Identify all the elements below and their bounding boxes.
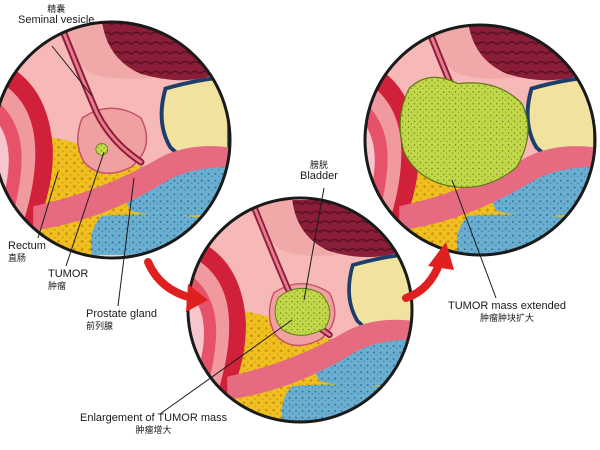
large-tumor — [399, 76, 529, 188]
label-tumor-extended: TUMOR mass extended 肿瘤肿块扩大 — [448, 300, 566, 323]
label-seminal-vesicle: 精囊 Seminal vesicle — [18, 4, 95, 27]
label-rectum: Rectum 直肠 — [8, 240, 46, 263]
label-enlargement-tumor: Enlargement of TUMOR mass 肿瘤增大 — [80, 412, 228, 435]
arrow-stage-2-to-3 — [402, 242, 454, 302]
label-tumor: TUMOR 肿瘤 — [48, 268, 89, 291]
label-bladder: 膀胱 Bladder — [300, 160, 338, 183]
stage-1-circle — [0, 20, 232, 260]
small-tumor — [95, 143, 109, 156]
stage-3-circle — [363, 23, 597, 257]
arrow-stage-1-to-2 — [144, 258, 208, 312]
stage-2-circle — [186, 196, 414, 424]
medium-tumor — [274, 287, 331, 336]
leader-lines — [37, 45, 497, 415]
label-prostate-gland: Prostate gland 前列腺 — [86, 308, 157, 331]
